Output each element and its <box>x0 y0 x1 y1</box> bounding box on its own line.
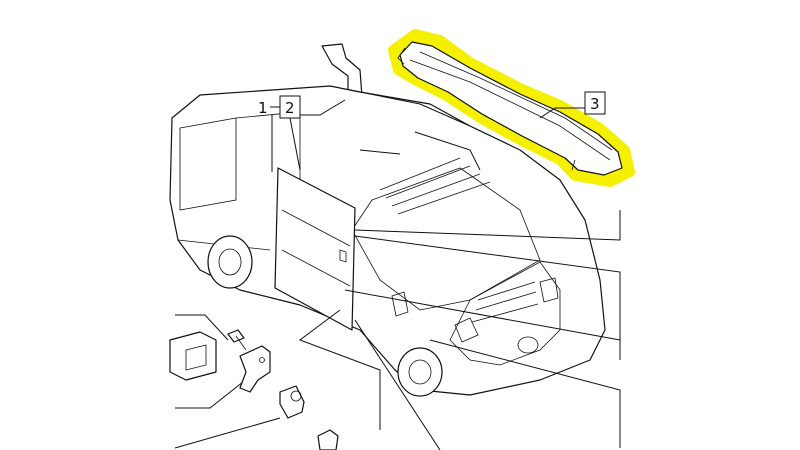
callout-2-label: 2 <box>285 99 295 117</box>
part-3-highlighted[interactable] <box>388 29 635 187</box>
callout-3: 3 <box>539 91 606 119</box>
latch-cover[interactable] <box>169 331 217 381</box>
callout-3-label: 3 <box>590 95 600 113</box>
bushing[interactable] <box>279 385 305 419</box>
part-1-sliding-door[interactable] <box>274 167 356 331</box>
leader-lines <box>298 89 621 450</box>
callout-1-2: 1 2 <box>258 95 346 172</box>
hinge-bracket[interactable] <box>239 345 271 393</box>
part-3-outline <box>399 41 623 176</box>
bolt[interactable] <box>227 329 247 351</box>
hardware-parts <box>169 314 339 450</box>
callout-3-box <box>584 91 606 115</box>
callout-1-label: 1 <box>258 99 268 117</box>
clip[interactable] <box>317 429 339 450</box>
